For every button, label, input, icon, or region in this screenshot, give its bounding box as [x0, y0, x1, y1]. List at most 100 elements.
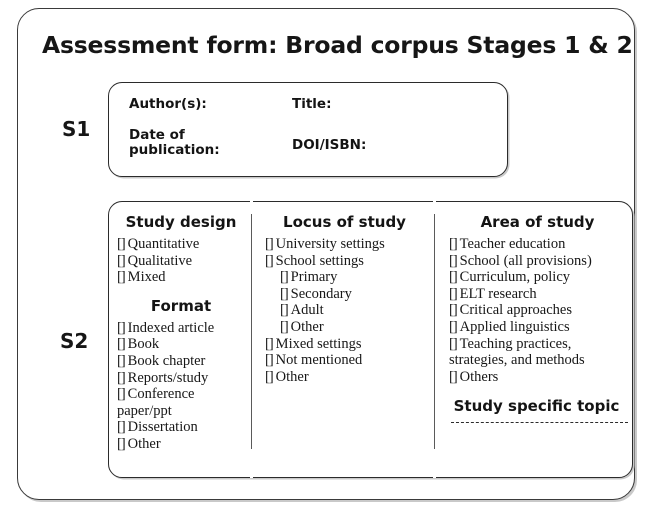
option-label: Other [275, 368, 309, 385]
stage-2-columns: Study design []Quantitative []Qualitativ… [109, 201, 632, 478]
option-secondary[interactable]: []Secondary [265, 286, 434, 303]
option-label: Mixed [127, 269, 166, 286]
column-heading-study-design: Study design [125, 213, 237, 231]
option-mixed-settings[interactable]: []Mixed settings [265, 336, 434, 353]
checkbox-icon[interactable]: [] [449, 285, 458, 302]
option-label: Indexed article [127, 319, 215, 336]
date-of-publication-field-label: Date of publication: [129, 127, 220, 158]
area-option-list: []Teacher education []School (all provis… [449, 236, 632, 385]
option-reports-study[interactable]: []Reports/study [117, 370, 251, 387]
option-label: ELT research [459, 285, 537, 302]
column-area-of-study: Area of study []Teacher education []Scho… [433, 201, 632, 478]
option-label: Other [290, 318, 324, 335]
checkbox-icon[interactable]: [] [117, 336, 126, 353]
checkbox-icon[interactable]: [] [280, 269, 289, 286]
checkbox-icon[interactable]: [] [117, 369, 126, 386]
study-specific-topic-input[interactable] [451, 422, 628, 424]
study-specific-topic-heading: Study specific topic [453, 397, 620, 416]
checkbox-icon[interactable]: [] [117, 236, 126, 252]
checkbox-icon[interactable]: [] [449, 335, 458, 352]
stage-2-box: Study design []Quantitative []Qualitativ… [108, 201, 633, 478]
option-label: Curriculum, policy [459, 269, 571, 286]
checkbox-icon[interactable]: [] [449, 318, 458, 335]
format-option-list: []Indexed article []Book []Book chapter … [117, 320, 251, 453]
study-design-option-list: []Quantitative []Qualitative []Mixed [117, 236, 251, 286]
subsection-heading-format: Format [150, 296, 212, 315]
option-not-mentioned[interactable]: []Not mentioned [265, 352, 434, 369]
checkbox-icon[interactable]: [] [265, 335, 274, 352]
option-primary[interactable]: []Primary [265, 269, 434, 286]
checkbox-icon[interactable]: [] [280, 302, 289, 319]
option-label: Quantitative [127, 236, 200, 252]
option-label: University settings [275, 236, 385, 252]
option-label: Qualitative [127, 252, 193, 269]
checkbox-icon[interactable]: [] [117, 435, 126, 452]
option-book-chapter[interactable]: []Book chapter [117, 353, 251, 370]
checkbox-icon[interactable]: [] [117, 386, 126, 403]
checkbox-icon[interactable]: [] [449, 236, 458, 252]
option-label: Book chapter [127, 352, 206, 369]
option-label: Teaching practices, strategies, and meth… [449, 335, 585, 369]
option-label: Reports/study [127, 369, 209, 386]
title-field-label: Title: [292, 96, 332, 112]
checkbox-icon[interactable]: [] [117, 419, 126, 436]
checkbox-icon[interactable]: [] [449, 252, 458, 269]
page-title: Assessment form: Broad corpus Stages 1 &… [42, 31, 633, 59]
option-school-all-provisions[interactable]: []School (all provisions) [449, 253, 632, 270]
column-study-design: Study design []Quantitative []Qualitativ… [109, 202, 251, 477]
option-other-locus[interactable]: []Other [265, 369, 434, 386]
option-label: School settings [275, 252, 364, 269]
checkbox-icon[interactable]: [] [449, 302, 458, 319]
checkbox-icon[interactable]: [] [117, 352, 126, 369]
stage-1-box: Author(s): Title: Date of publication: D… [108, 82, 508, 177]
checkbox-icon[interactable]: [] [265, 352, 274, 369]
option-others-area[interactable]: []Others [449, 369, 632, 386]
checkbox-icon[interactable]: [] [117, 269, 126, 286]
option-dissertation[interactable]: []Dissertation [117, 419, 251, 436]
option-teacher-education[interactable]: []Teacher education [449, 236, 632, 253]
option-conference-paper-ppt[interactable]: []Conference paper/ppt [117, 386, 251, 419]
checkbox-icon[interactable]: [] [117, 319, 126, 336]
checkbox-icon[interactable]: [] [265, 252, 274, 269]
option-label: Others [459, 368, 499, 385]
checkbox-icon[interactable]: [] [280, 318, 289, 335]
checkbox-icon[interactable]: [] [117, 252, 126, 269]
authors-field-label: Author(s): [129, 96, 207, 112]
option-label: Not mentioned [275, 352, 363, 369]
checkbox-icon[interactable]: [] [449, 368, 458, 385]
option-university-settings[interactable]: []University settings [265, 236, 434, 253]
option-school-settings[interactable]: []School settings [265, 253, 434, 270]
checkbox-icon[interactable]: [] [280, 285, 289, 302]
option-label: Other [127, 435, 161, 452]
option-label: Secondary [290, 285, 352, 302]
option-elt-research[interactable]: []ELT research [449, 286, 632, 303]
option-label: Mixed settings [275, 335, 362, 352]
option-label: Teacher education [459, 236, 566, 252]
option-indexed-article[interactable]: []Indexed article [117, 320, 251, 337]
stage-1-label: S1 [62, 117, 91, 141]
option-label: Dissertation [127, 419, 198, 436]
option-applied-linguistics[interactable]: []Applied linguistics [449, 319, 632, 336]
option-other-school-setting[interactable]: []Other [265, 319, 434, 336]
column-locus-of-study: Locus of study []University settings []S… [250, 201, 434, 478]
option-curriculum-policy[interactable]: []Curriculum, policy [449, 269, 632, 286]
checkbox-icon[interactable]: [] [265, 368, 274, 385]
option-critical-approaches[interactable]: []Critical approaches [449, 302, 632, 319]
option-teaching-practices[interactable]: []Teaching practices, strategies, and me… [449, 336, 632, 369]
option-other-format[interactable]: []Other [117, 436, 251, 453]
checkbox-icon[interactable]: [] [265, 236, 274, 252]
option-label: Critical approaches [459, 302, 572, 319]
stage-2-label: S2 [60, 329, 89, 353]
option-mixed[interactable]: []Mixed [117, 269, 251, 286]
option-quantitative[interactable]: []Quantitative [117, 236, 251, 253]
column-heading-locus-of-study: Locus of study [283, 213, 406, 231]
assessment-form-frame: Assessment form: Broad corpus Stages 1 &… [17, 8, 635, 500]
doi-isbn-field-label: DOI/ISBN: [292, 137, 367, 153]
column-heading-area-of-study: Area of study [480, 213, 595, 231]
option-qualitative[interactable]: []Qualitative [117, 253, 251, 270]
checkbox-icon[interactable]: [] [449, 269, 458, 286]
locus-option-list: []University settings []School settings … [265, 236, 434, 385]
option-adult[interactable]: []Adult [265, 302, 434, 319]
option-book[interactable]: []Book [117, 336, 251, 353]
option-label: Adult [290, 302, 324, 319]
